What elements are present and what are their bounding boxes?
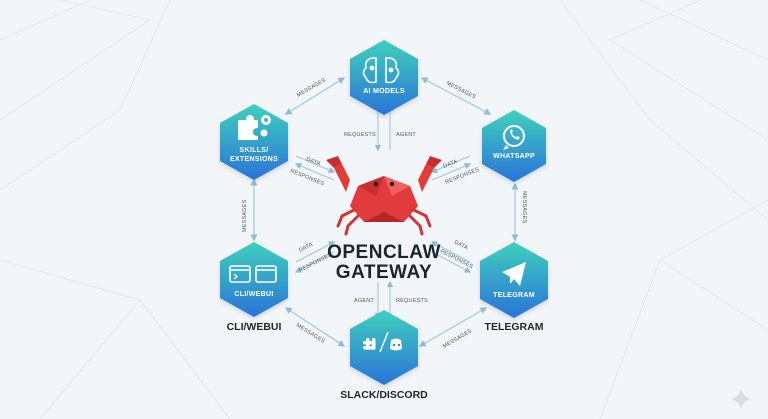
external-label-cli-webui: CLI/WEBUI <box>227 321 282 333</box>
puzzle-gear-icon <box>238 115 271 140</box>
edge-ai-whatsapp <box>420 77 492 115</box>
node-label-cli-webui: CLI/WEBUI <box>234 291 273 298</box>
label-slack-telegram: MESSAGES <box>442 328 473 349</box>
label-center-slack-requests: REQUESTS <box>396 298 428 304</box>
label-skills-data: DATA <box>305 156 321 167</box>
label-skills-ai: MESSAGES <box>296 77 327 98</box>
label-cli-slack: MESSAGES <box>295 323 326 345</box>
label-ai-whatsapp: MESSAGES <box>445 80 477 100</box>
center-title-line1: OPENCLAW <box>327 242 441 263</box>
center-title-line2: GATEWAY <box>336 262 432 283</box>
edge-slack-telegram <box>418 307 488 347</box>
sparkle-icon <box>731 389 751 409</box>
whatsapp-icon <box>503 125 525 150</box>
label-whatsapp-data: DATA <box>443 159 459 170</box>
node-label-skills-line1: SKILLS/ <box>240 147 269 154</box>
brain-icon <box>362 57 400 84</box>
label-telegram-data: DATA <box>453 239 469 251</box>
label-skills-responses: RESPONSES <box>289 168 325 187</box>
terminal-window-icon <box>229 265 277 283</box>
label-skills-cli: MESSAGES <box>242 199 248 232</box>
crab-icon <box>326 156 442 236</box>
spoke-lines <box>294 104 472 320</box>
node-skills-extensions[interactable]: SKILLS/ EXTENSIONS <box>220 104 288 180</box>
node-label-skills-line2: EXTENSIONS <box>230 156 278 163</box>
label-cli-data: DATA <box>298 242 314 254</box>
node-ai-models[interactable]: AI MODELS <box>350 40 418 115</box>
label-whatsapp-telegram: MESSAGES <box>521 191 527 224</box>
node-whatsapp[interactable]: WHATSAPP <box>482 110 546 182</box>
edge-cli-slack <box>284 307 346 347</box>
node-telegram[interactable]: TELEGRAM <box>480 242 548 318</box>
label-center-slack-agent: AGENT <box>354 298 374 304</box>
external-label-slack-discord: SLACK/DISCORD <box>340 389 428 401</box>
label-whatsapp-responses: RESPONSES <box>445 167 481 186</box>
connector-lines <box>250 77 519 347</box>
slack-discord-icon <box>363 331 402 353</box>
node-cli-webui[interactable]: CLI/WEBUI <box>220 242 288 317</box>
paper-plane-icon <box>502 262 526 286</box>
label-center-ai-requests: REQUESTS <box>344 132 376 138</box>
node-slack-discord[interactable] <box>350 310 418 385</box>
node-label-ai-models: AI MODELS <box>363 88 405 95</box>
external-label-telegram: TELEGRAM <box>485 321 544 333</box>
label-center-ai-agent: AGENT <box>396 132 416 138</box>
node-label-whatsapp: WHATSAPP <box>493 153 535 160</box>
label-telegram-responses: RESPONSES <box>439 248 474 270</box>
node-label-telegram: TELEGRAM <box>493 292 535 299</box>
edge-skills-ai <box>284 77 346 115</box>
